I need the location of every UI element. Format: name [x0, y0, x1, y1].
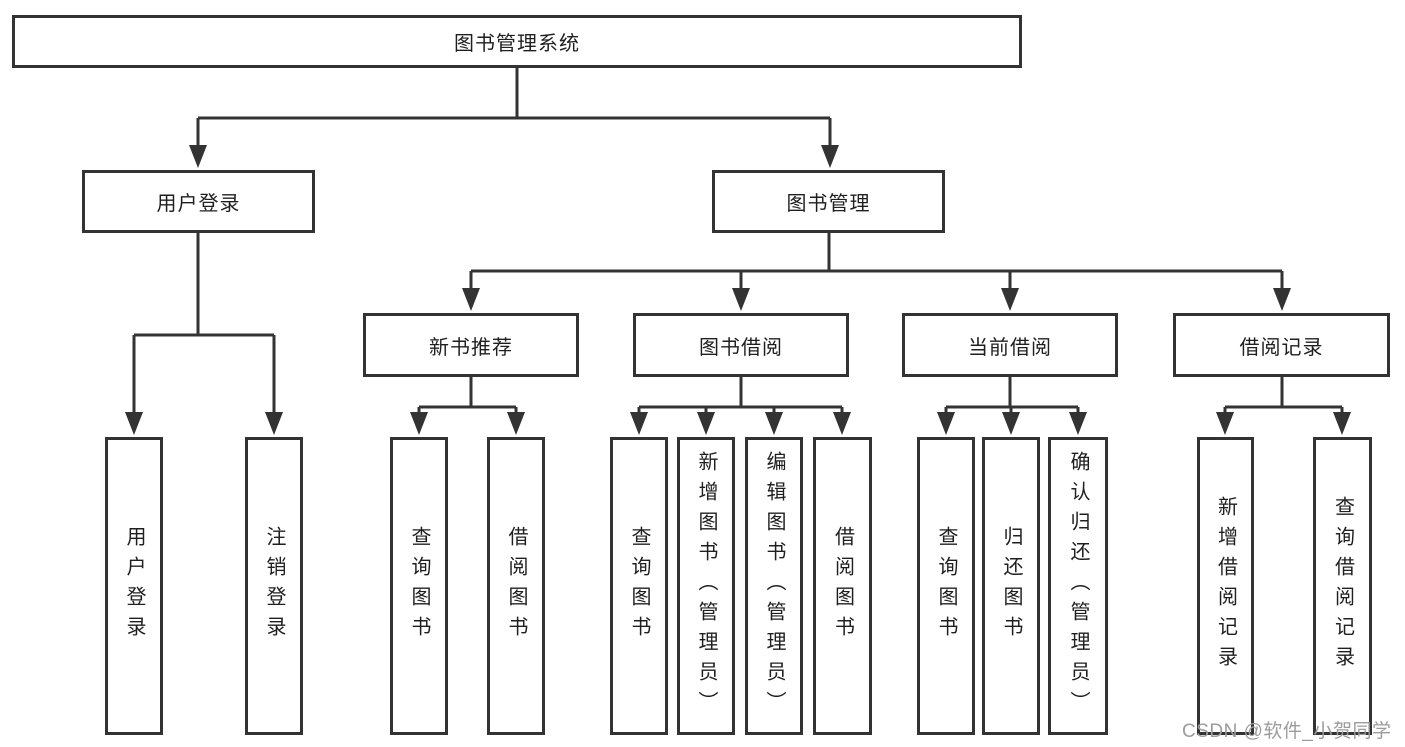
leaf-logout-label: 注销登录 [263, 526, 285, 646]
leaf-logout: 注销登录 [245, 437, 303, 735]
node-user-login-label: 用户登录 [156, 193, 241, 215]
node-root-label: 图书管理系统 [454, 33, 580, 55]
node-current-borrow: 当前借阅 [902, 313, 1118, 377]
watermark: CSDN @软件_小贺同学 [1182, 721, 1392, 742]
leaf-user-login-label: 用户登录 [123, 526, 145, 646]
node-root: 图书管理系统 [12, 15, 1022, 68]
leaf-current-query-books-label: 查询图书 [935, 526, 957, 646]
leaf-query-borrow-record-label: 查询借阅记录 [1331, 496, 1354, 676]
leaf-confirm-return-admin-label: 确认归还（管理员） [1067, 451, 1089, 721]
leaf-return-books-label: 归还图书 [1000, 526, 1022, 646]
leaf-recommend-borrow-books-label: 借阅图书 [505, 526, 527, 646]
leaf-confirm-return-admin: 确认归还（管理员） [1048, 437, 1108, 735]
leaf-return-books: 归还图书 [982, 437, 1040, 735]
leaf-add-borrow-record-label: 新增借阅记录 [1214, 496, 1237, 676]
leaf-edit-books-admin: 编辑图书（管理员） [745, 437, 803, 735]
leaf-recommend-query-books-label: 查询图书 [408, 526, 430, 646]
node-book-borrow: 图书借阅 [633, 313, 849, 377]
node-borrow-records: 借阅记录 [1173, 313, 1390, 377]
leaf-edit-books-admin-label: 编辑图书（管理员） [763, 451, 785, 721]
leaf-borrow-query-books-label: 查询图书 [628, 526, 650, 646]
leaf-recommend-query-books: 查询图书 [390, 437, 448, 735]
leaf-current-query-books: 查询图书 [917, 437, 975, 735]
node-current-borrow-label: 当前借阅 [968, 336, 1052, 359]
leaf-recommend-borrow-books: 借阅图书 [487, 437, 545, 735]
leaf-user-login: 用户登录 [105, 437, 163, 735]
leaf-borrow-query-books: 查询图书 [610, 437, 668, 735]
leaf-add-borrow-record: 新增借阅记录 [1197, 437, 1254, 735]
node-book-management: 图书管理 [712, 170, 945, 233]
node-new-book-recommend-label: 新书推荐 [429, 336, 513, 359]
node-user-login: 用户登录 [82, 170, 315, 233]
node-new-book-recommend: 新书推荐 [363, 313, 579, 377]
leaf-borrow-borrow-books-label: 借阅图书 [831, 526, 854, 646]
leaf-add-books-admin-label: 新增图书（管理员） [695, 451, 717, 721]
leaf-borrow-borrow-books: 借阅图书 [813, 437, 872, 735]
node-book-management-label: 图书管理 [786, 193, 871, 215]
node-book-borrow-label: 图书借阅 [699, 336, 783, 359]
leaf-add-books-admin: 新增图书（管理员） [677, 437, 735, 735]
leaf-query-borrow-record: 查询借阅记录 [1313, 437, 1372, 735]
node-borrow-records-label: 借阅记录 [1239, 336, 1324, 359]
